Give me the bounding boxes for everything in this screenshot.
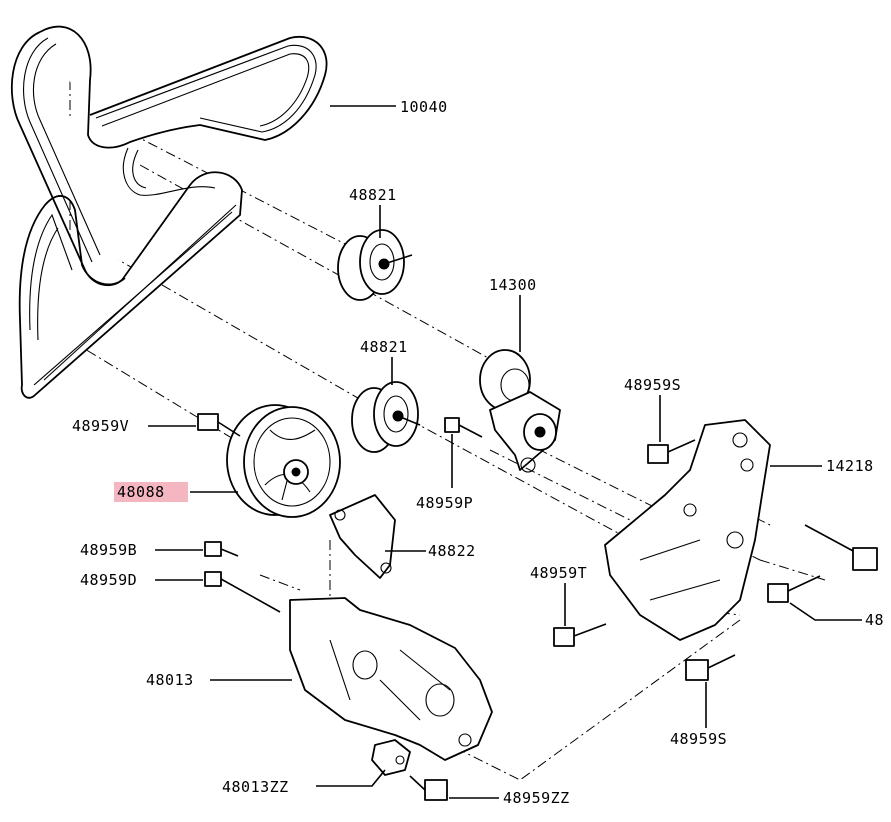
highlight-48088	[114, 482, 188, 502]
label-10040[interactable]: 10040	[400, 98, 448, 116]
bolt-48959p	[444, 417, 483, 438]
leader-lines	[148, 105, 862, 799]
bolt-long-right	[804, 524, 878, 571]
small-bracket	[329, 494, 396, 579]
bolt-48959b	[204, 541, 239, 557]
idler-pulley-lower	[351, 381, 421, 453]
label-48821-lower[interactable]: 48821	[360, 338, 408, 356]
bolt-48959zz	[409, 775, 448, 801]
label-48959s-bottom[interactable]: 48959S	[670, 730, 727, 748]
main-bracket	[289, 597, 493, 761]
bolt-48959v	[197, 413, 241, 437]
label-48013[interactable]: 48013	[146, 671, 194, 689]
bolt-group	[197, 413, 878, 801]
bolt-partial-48	[767, 575, 821, 603]
crank-pulley	[226, 404, 341, 518]
label-48959zz[interactable]: 48959ZZ	[503, 789, 570, 807]
mount-plate	[371, 739, 411, 776]
bolt-48959d	[204, 571, 281, 613]
bolt-48959s-bottom	[685, 654, 736, 681]
bolt-48959s-top	[647, 439, 696, 464]
label-48013zz[interactable]: 48013ZZ	[222, 778, 289, 796]
engine-bracket	[604, 419, 771, 641]
label-48822[interactable]: 48822	[428, 542, 476, 560]
label-48959p[interactable]: 48959P	[416, 494, 473, 512]
label-48959s-top[interactable]: 48959S	[624, 376, 681, 394]
label-48959v[interactable]: 48959V	[72, 417, 129, 435]
bolt-48959t	[553, 623, 607, 647]
idler-pulley-upper	[337, 229, 413, 301]
label-14218[interactable]: 14218	[826, 457, 874, 475]
belt-tensioner	[479, 349, 561, 473]
label-48959b[interactable]: 48959B	[80, 541, 137, 559]
part-labels: 10040 48821 14300 48821 48959V 48959S 14…	[72, 98, 884, 807]
drive-belt	[10, 25, 328, 399]
label-48821-upper[interactable]: 48821	[349, 186, 397, 204]
label-48-partial[interactable]: 48	[865, 611, 884, 629]
label-48088[interactable]: 48088	[117, 483, 165, 501]
label-14300[interactable]: 14300	[489, 276, 537, 294]
label-48959d[interactable]: 48959D	[80, 571, 137, 589]
label-48959t[interactable]: 48959T	[530, 564, 587, 582]
